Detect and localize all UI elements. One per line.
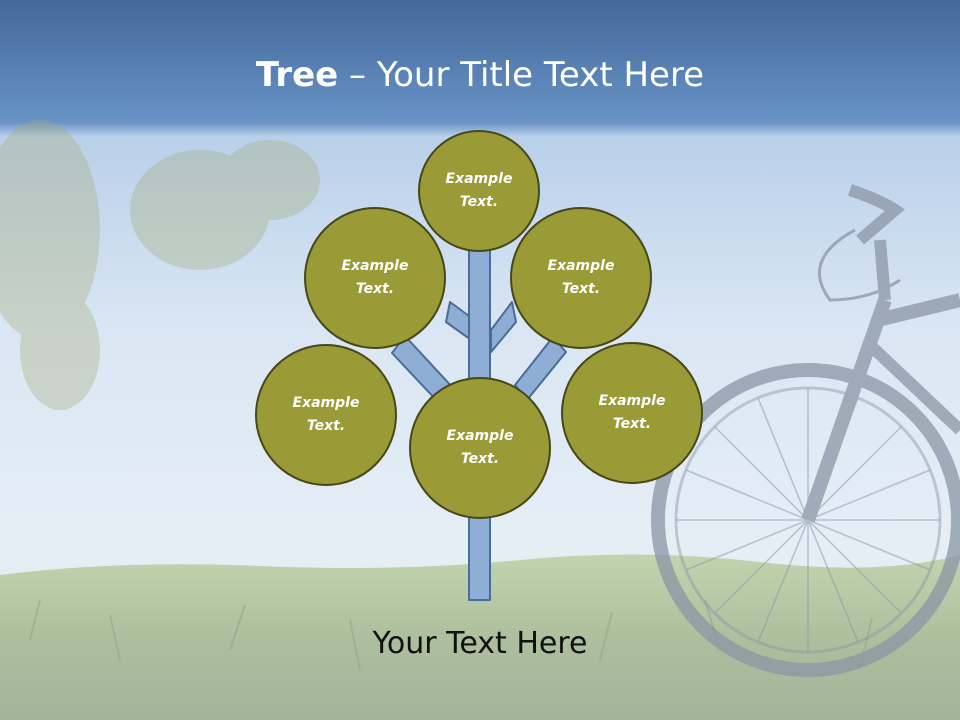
title-bold: Tree [255, 55, 339, 95]
foliage-decoration [0, 120, 320, 410]
branch-upper-right [490, 301, 517, 353]
grass-field [0, 554, 960, 720]
node-text: Example Text. [446, 428, 514, 467]
node-text: Example Text. [341, 258, 409, 297]
node-text: Example Text. [292, 395, 360, 434]
tree-node-left: Example Text. [255, 344, 397, 486]
tree-node-top: Example Text. [418, 130, 540, 252]
tree-node-upper-right: Example Text. [510, 207, 652, 349]
node-text: Example Text. [547, 258, 615, 297]
node-text: Example Text. [598, 393, 666, 432]
title-rest: – Your Title Text Here [338, 55, 705, 95]
slide-title: Tree – Your Title Text Here [0, 52, 960, 98]
tree-node-center: Example Text. [409, 377, 551, 519]
tree-node-upper-left: Example Text. [304, 207, 446, 349]
bicycle-silhouette [651, 184, 960, 677]
footer-text: Your Text Here [372, 626, 588, 661]
tree-node-right: Example Text. [561, 342, 703, 484]
node-text: Example Text. [445, 171, 513, 210]
